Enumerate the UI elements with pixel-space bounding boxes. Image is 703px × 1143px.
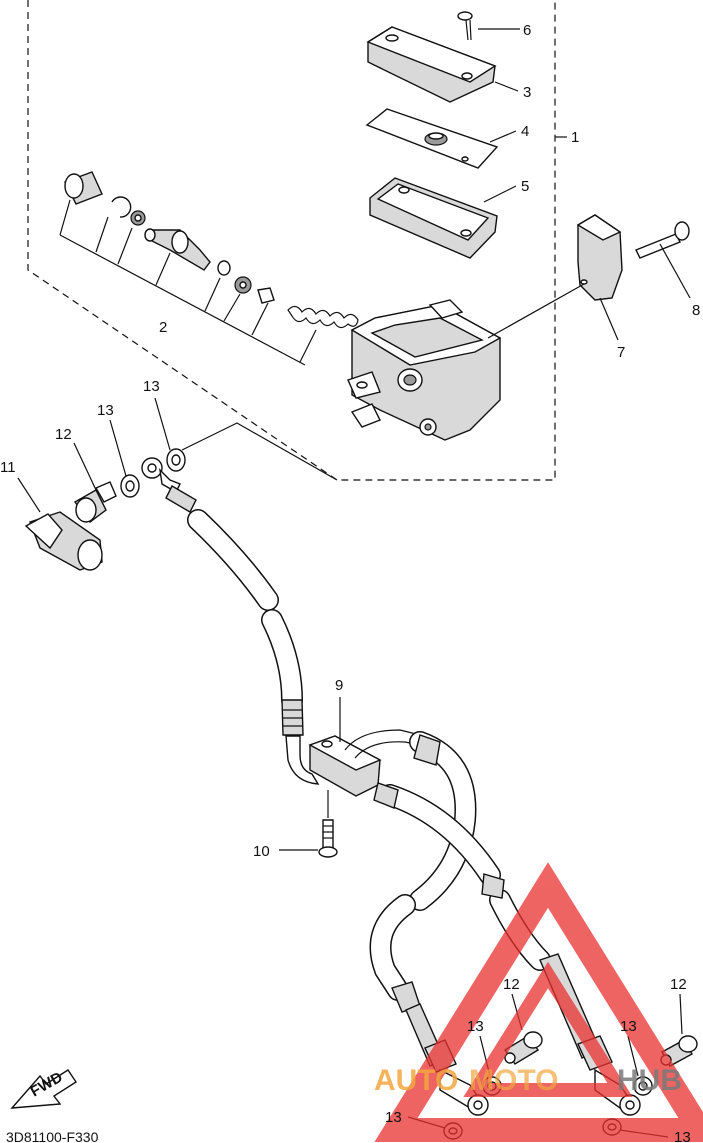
callout-4: 4 [521, 123, 529, 140]
reservoir-cap [366, 26, 497, 103]
washer-lower-c [633, 1076, 653, 1096]
callout-11: 11 [0, 459, 16, 476]
diaphragm-plate [365, 108, 499, 169]
washer-upper-b [166, 448, 186, 472]
banjo-fitting-upper [141, 457, 197, 513]
callout-12-lower-right: 12 [670, 976, 687, 993]
cap-screw [457, 11, 473, 41]
callout-3: 3 [523, 84, 531, 101]
callout-13-lower-c: 13 [620, 1018, 637, 1035]
joint-bolt [318, 790, 338, 858]
assembly-boundary [27, 0, 556, 481]
leader-lines-upper [478, 28, 691, 341]
handlebar-clamp [576, 214, 623, 301]
master-cylinder-body [347, 299, 502, 441]
callout-13-lower-b: 13 [385, 1109, 402, 1126]
bleed-cap [24, 511, 103, 571]
callout-7: 7 [617, 344, 625, 361]
watermark-text-auto: AUTO [374, 1064, 458, 1097]
piston-kit [64, 171, 359, 329]
washer-upper-a [120, 474, 140, 498]
brake-hose-lower [369, 731, 551, 1013]
leader-lines-mid [17, 397, 338, 513]
watermark-text-hub: HUB [617, 1064, 682, 1097]
callout-12-left: 12 [55, 426, 72, 443]
brake-joint [308, 729, 421, 797]
callout-8: 8 [692, 302, 700, 319]
callout-6: 6 [523, 22, 531, 39]
watermark-triangle [374, 862, 703, 1142]
watermark-logo [374, 862, 703, 1142]
banjo-bolt-lower-center [503, 1031, 543, 1065]
callout-13-lower-a: 13 [467, 1018, 484, 1035]
callout-13-upper-b: 13 [143, 378, 160, 395]
callout-9: 9 [335, 677, 343, 694]
callout-13-upper-a: 13 [97, 402, 114, 419]
diaphragm [369, 177, 498, 259]
callout-2: 2 [159, 319, 167, 336]
fwd-arrow: FWD [10, 1069, 77, 1109]
callout-12-lower-center: 12 [503, 976, 520, 993]
watermark-text-moto: MOTO [469, 1064, 558, 1097]
callout-10: 10 [253, 843, 270, 860]
callout-13-lower-d: 13 [674, 1129, 691, 1143]
banjo-bolt-left [73, 481, 117, 523]
diagram-code: 3D81100-F330 [6, 1129, 99, 1143]
callout-5: 5 [521, 178, 529, 195]
callout-2-bracket [59, 199, 317, 366]
callout-1: 1 [571, 129, 579, 146]
brake-hose-upper [187, 509, 320, 785]
clamp-bolt [635, 221, 690, 259]
